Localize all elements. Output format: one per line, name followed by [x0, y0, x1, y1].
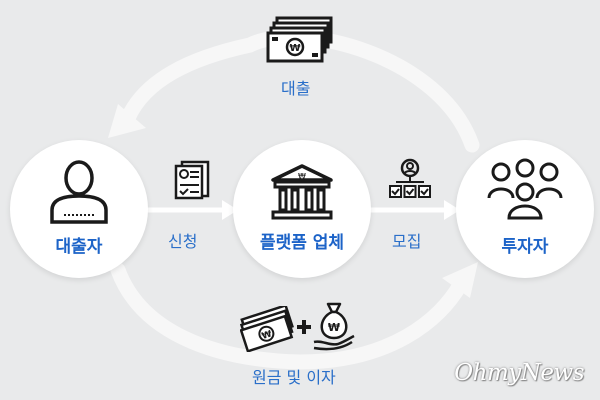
top-cycle-arrowhead — [108, 104, 146, 138]
currency-symbol: ₩ — [328, 321, 340, 334]
repayment-label: 원금 및 이자 — [252, 368, 336, 387]
platform-node: ₩ 플랫폼 업체 — [233, 140, 371, 278]
currency-symbol: ₩ — [298, 172, 306, 181]
apply-arrowhead — [222, 200, 238, 220]
apply-label: 신청 — [168, 232, 198, 251]
bottom-cycle-arrowhead — [442, 262, 478, 298]
loan-label: 대출 — [281, 79, 311, 98]
borrower-node: 대출자 — [10, 140, 148, 278]
investor-label: 투자자 — [501, 237, 549, 257]
recruit-label: 모집 — [392, 232, 422, 251]
investor-node: 투자자 — [456, 140, 594, 278]
borrower-label: 대출자 — [55, 237, 103, 257]
bank-building-icon: ₩ — [271, 164, 333, 220]
platform-label: 플랫폼 업체 — [259, 233, 345, 253]
recruit-checklist-icon — [389, 158, 431, 198]
recruit-arrowhead — [444, 200, 460, 220]
person-icon — [50, 160, 108, 224]
currency-symbol: ₩ — [289, 43, 300, 54]
cash-bills-icon: ₩ — [240, 306, 294, 352]
top-cycle-arrow — [120, 29, 480, 153]
application-form-icon — [174, 160, 210, 200]
money-stack-icon: ₩ — [266, 16, 333, 63]
currency-symbol: ₩ — [261, 329, 274, 342]
money-bag-hand-icon: ₩ — [313, 302, 355, 351]
ohmynews-watermark: OhmyNews — [454, 360, 584, 386]
group-icon — [487, 158, 563, 220]
bottom-cycle-arrow — [110, 262, 468, 370]
plus-icon — [297, 320, 311, 334]
